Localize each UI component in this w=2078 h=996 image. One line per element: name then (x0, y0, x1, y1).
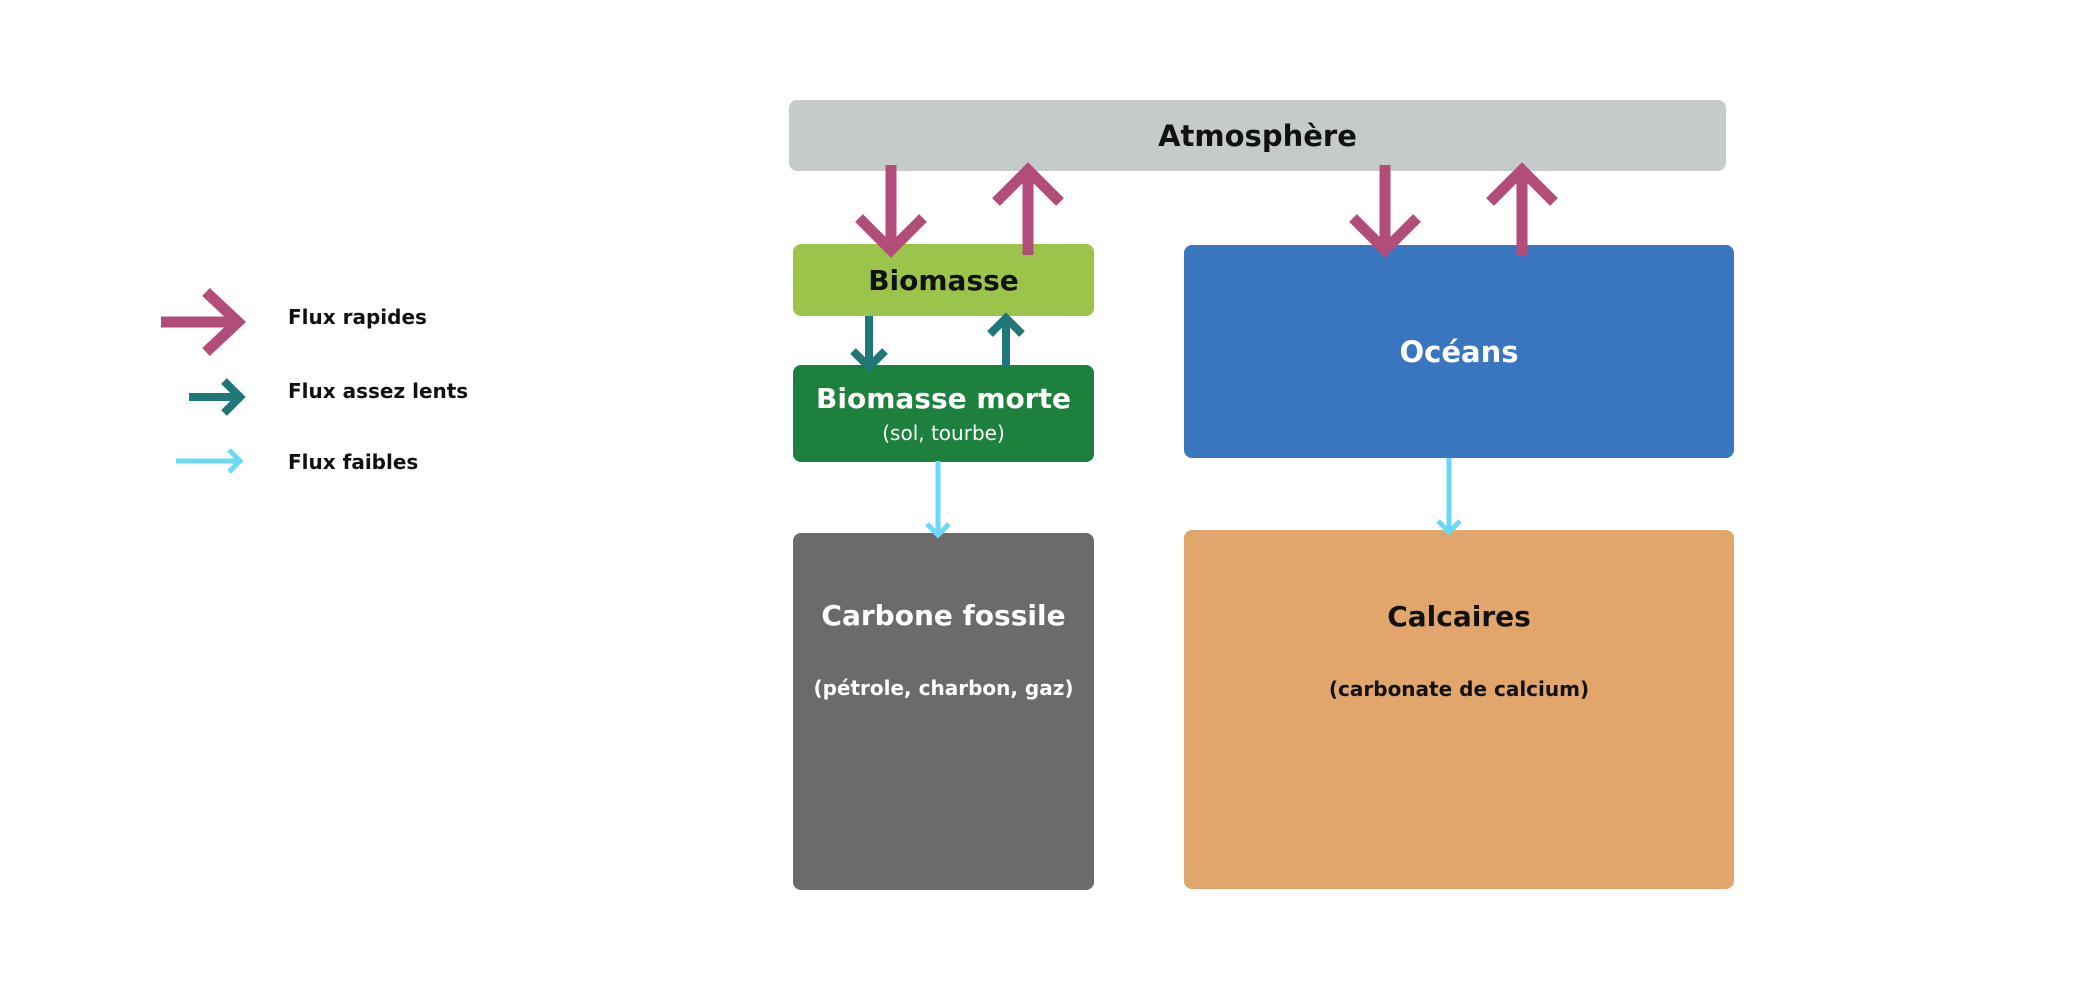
atmosphere-box: Atmosphère (789, 100, 1726, 171)
oceans-title: Océans (1399, 334, 1519, 369)
carbone-fossile-title: Carbone fossile (821, 599, 1066, 632)
arrow-biomasse-to-atmosphere (992, 162, 1064, 255)
arrow-oceans-to-atmosphere (1486, 162, 1558, 255)
legend-label-faibles: Flux faibles (288, 450, 419, 474)
calcaires-box: Calcaires (carbonate de calcium) (1184, 530, 1734, 889)
biomasse-morte-title: Biomasse morte (816, 382, 1071, 415)
legend-label-rapides: Flux rapides (288, 305, 427, 329)
calcaires-subtitle: (carbonate de calcium) (1328, 677, 1590, 701)
arrow-oceans-to-calcaires (1436, 458, 1462, 536)
carbone-fossile-box: Carbone fossile (pétrole, charbon, gaz) (793, 533, 1094, 890)
biomasse-morte-subtitle: (sol, tourbe) (882, 421, 1005, 445)
carbone-fossile-subtitle: (pétrole, charbon, gaz) (813, 676, 1074, 700)
arrow-biomasse-morte-to-carbone-fossile (925, 461, 951, 539)
legend-arrow-faibles-icon (176, 448, 244, 474)
biomasse-morte-box: Biomasse morte (sol, tourbe) (793, 365, 1094, 462)
calcaires-title: Calcaires (1387, 600, 1531, 633)
legend-label-assez-lents: Flux assez lents (288, 379, 469, 403)
arrow-atmosphere-to-biomasse (855, 165, 927, 258)
legend-arrow-rapides-icon (161, 287, 247, 357)
legend-arrow-assez-lents-icon (189, 378, 246, 416)
atmosphere-title: Atmosphère (1158, 118, 1357, 153)
biomasse-title: Biomasse (868, 263, 1019, 297)
arrow-biomasse-morte-to-biomasse (987, 312, 1025, 367)
biomasse-box: Biomasse (793, 244, 1094, 316)
arrow-biomasse-to-biomasse-morte (850, 316, 888, 373)
arrow-atmosphere-to-oceans (1349, 165, 1421, 258)
oceans-box: Océans (1184, 245, 1734, 458)
